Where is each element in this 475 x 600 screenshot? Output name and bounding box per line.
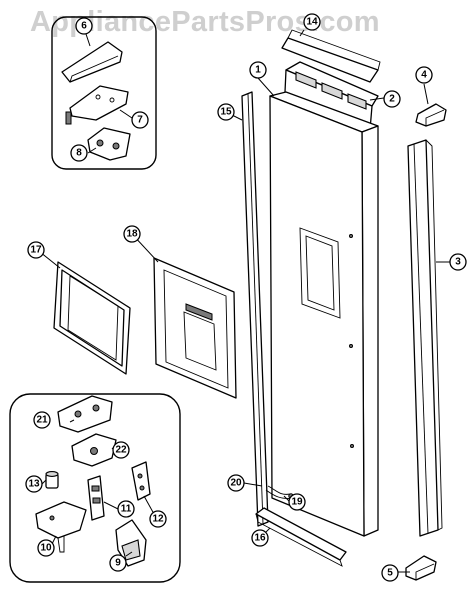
callout-13: 13 <box>25 475 43 493</box>
part-2-top-cap <box>284 61 379 131</box>
callout-10: 10 <box>37 539 55 557</box>
callout-16-label: 16 <box>254 533 266 544</box>
callout-5-label: 5 <box>387 568 393 579</box>
part-9-hinge-block <box>115 519 147 567</box>
callout-3-label: 3 <box>455 257 461 268</box>
callout-9: 9 <box>109 554 127 572</box>
part-11-spacer <box>87 475 105 521</box>
callout-19: 19 <box>288 493 306 511</box>
part-16-bottom-trim <box>255 507 347 567</box>
callout-16: 16 <box>251 529 269 547</box>
part-14-top-trim <box>281 29 381 83</box>
callout-12: 12 <box>149 510 167 528</box>
callout-2-label: 2 <box>389 94 395 105</box>
part-21-hinge-bracket <box>57 395 113 433</box>
callout-7-label: 7 <box>137 115 143 126</box>
callout-1-label: 1 <box>255 65 261 76</box>
callout-13-label: 13 <box>28 479 40 490</box>
part-6-hinge-cover <box>61 41 123 83</box>
part-15-side-strip <box>241 91 269 527</box>
callout-3: 3 <box>449 253 467 271</box>
callout-8-label: 8 <box>76 148 82 159</box>
callout-20: 20 <box>227 474 245 492</box>
callout-14: 14 <box>303 13 321 31</box>
callout-1: 1 <box>249 61 267 79</box>
part-17-frame-trim <box>53 261 131 375</box>
part-10-mounting-bracket <box>35 501 87 553</box>
part-1-door-panel <box>269 91 379 537</box>
callout-15-label: 15 <box>220 107 232 118</box>
callout-6: 6 <box>75 17 93 35</box>
leader-lines <box>39 29 450 573</box>
callout-11-label: 11 <box>121 504 132 515</box>
hinge-kit-bottom-panel <box>9 393 181 583</box>
part-8-hinge-plate <box>87 127 131 161</box>
callout-21: 21 <box>33 411 51 429</box>
callout-8: 8 <box>70 144 88 162</box>
part-22-hinge-pin-plate <box>71 433 117 467</box>
callout-4-label: 4 <box>421 70 427 81</box>
callout-6-label: 6 <box>81 21 87 32</box>
callout-7: 7 <box>131 111 149 129</box>
callout-11: 11 <box>117 500 135 518</box>
callout-10-label: 10 <box>40 543 52 554</box>
callout-12-label: 12 <box>152 514 164 525</box>
callout-22-label: 22 <box>115 445 127 456</box>
callout-21-label: 21 <box>36 415 48 426</box>
part-3-side-trim <box>407 139 443 537</box>
callout-5: 5 <box>381 564 399 582</box>
callout-22: 22 <box>112 441 130 459</box>
callout-20-label: 20 <box>230 478 242 489</box>
callout-15: 15 <box>217 103 235 121</box>
hinge-kit-top-panel <box>51 16 157 170</box>
part-7-top-hinge <box>65 85 129 125</box>
callout-18-label: 18 <box>126 229 138 240</box>
part-13-bushing <box>45 471 59 489</box>
part-5-lower-bracket <box>405 555 437 581</box>
part-18-dispenser-frame <box>153 257 237 399</box>
callout-4: 4 <box>415 66 433 84</box>
callout-2: 2 <box>383 90 401 108</box>
callout-18: 18 <box>123 225 141 243</box>
part-4-upper-bracket <box>415 103 447 127</box>
callout-17: 17 <box>27 241 45 259</box>
callout-19-label: 19 <box>291 497 303 508</box>
callout-9-label: 9 <box>115 558 121 569</box>
callout-17-label: 17 <box>30 245 42 256</box>
callout-14-label: 14 <box>306 17 318 28</box>
part-12-side-bracket <box>131 461 151 501</box>
